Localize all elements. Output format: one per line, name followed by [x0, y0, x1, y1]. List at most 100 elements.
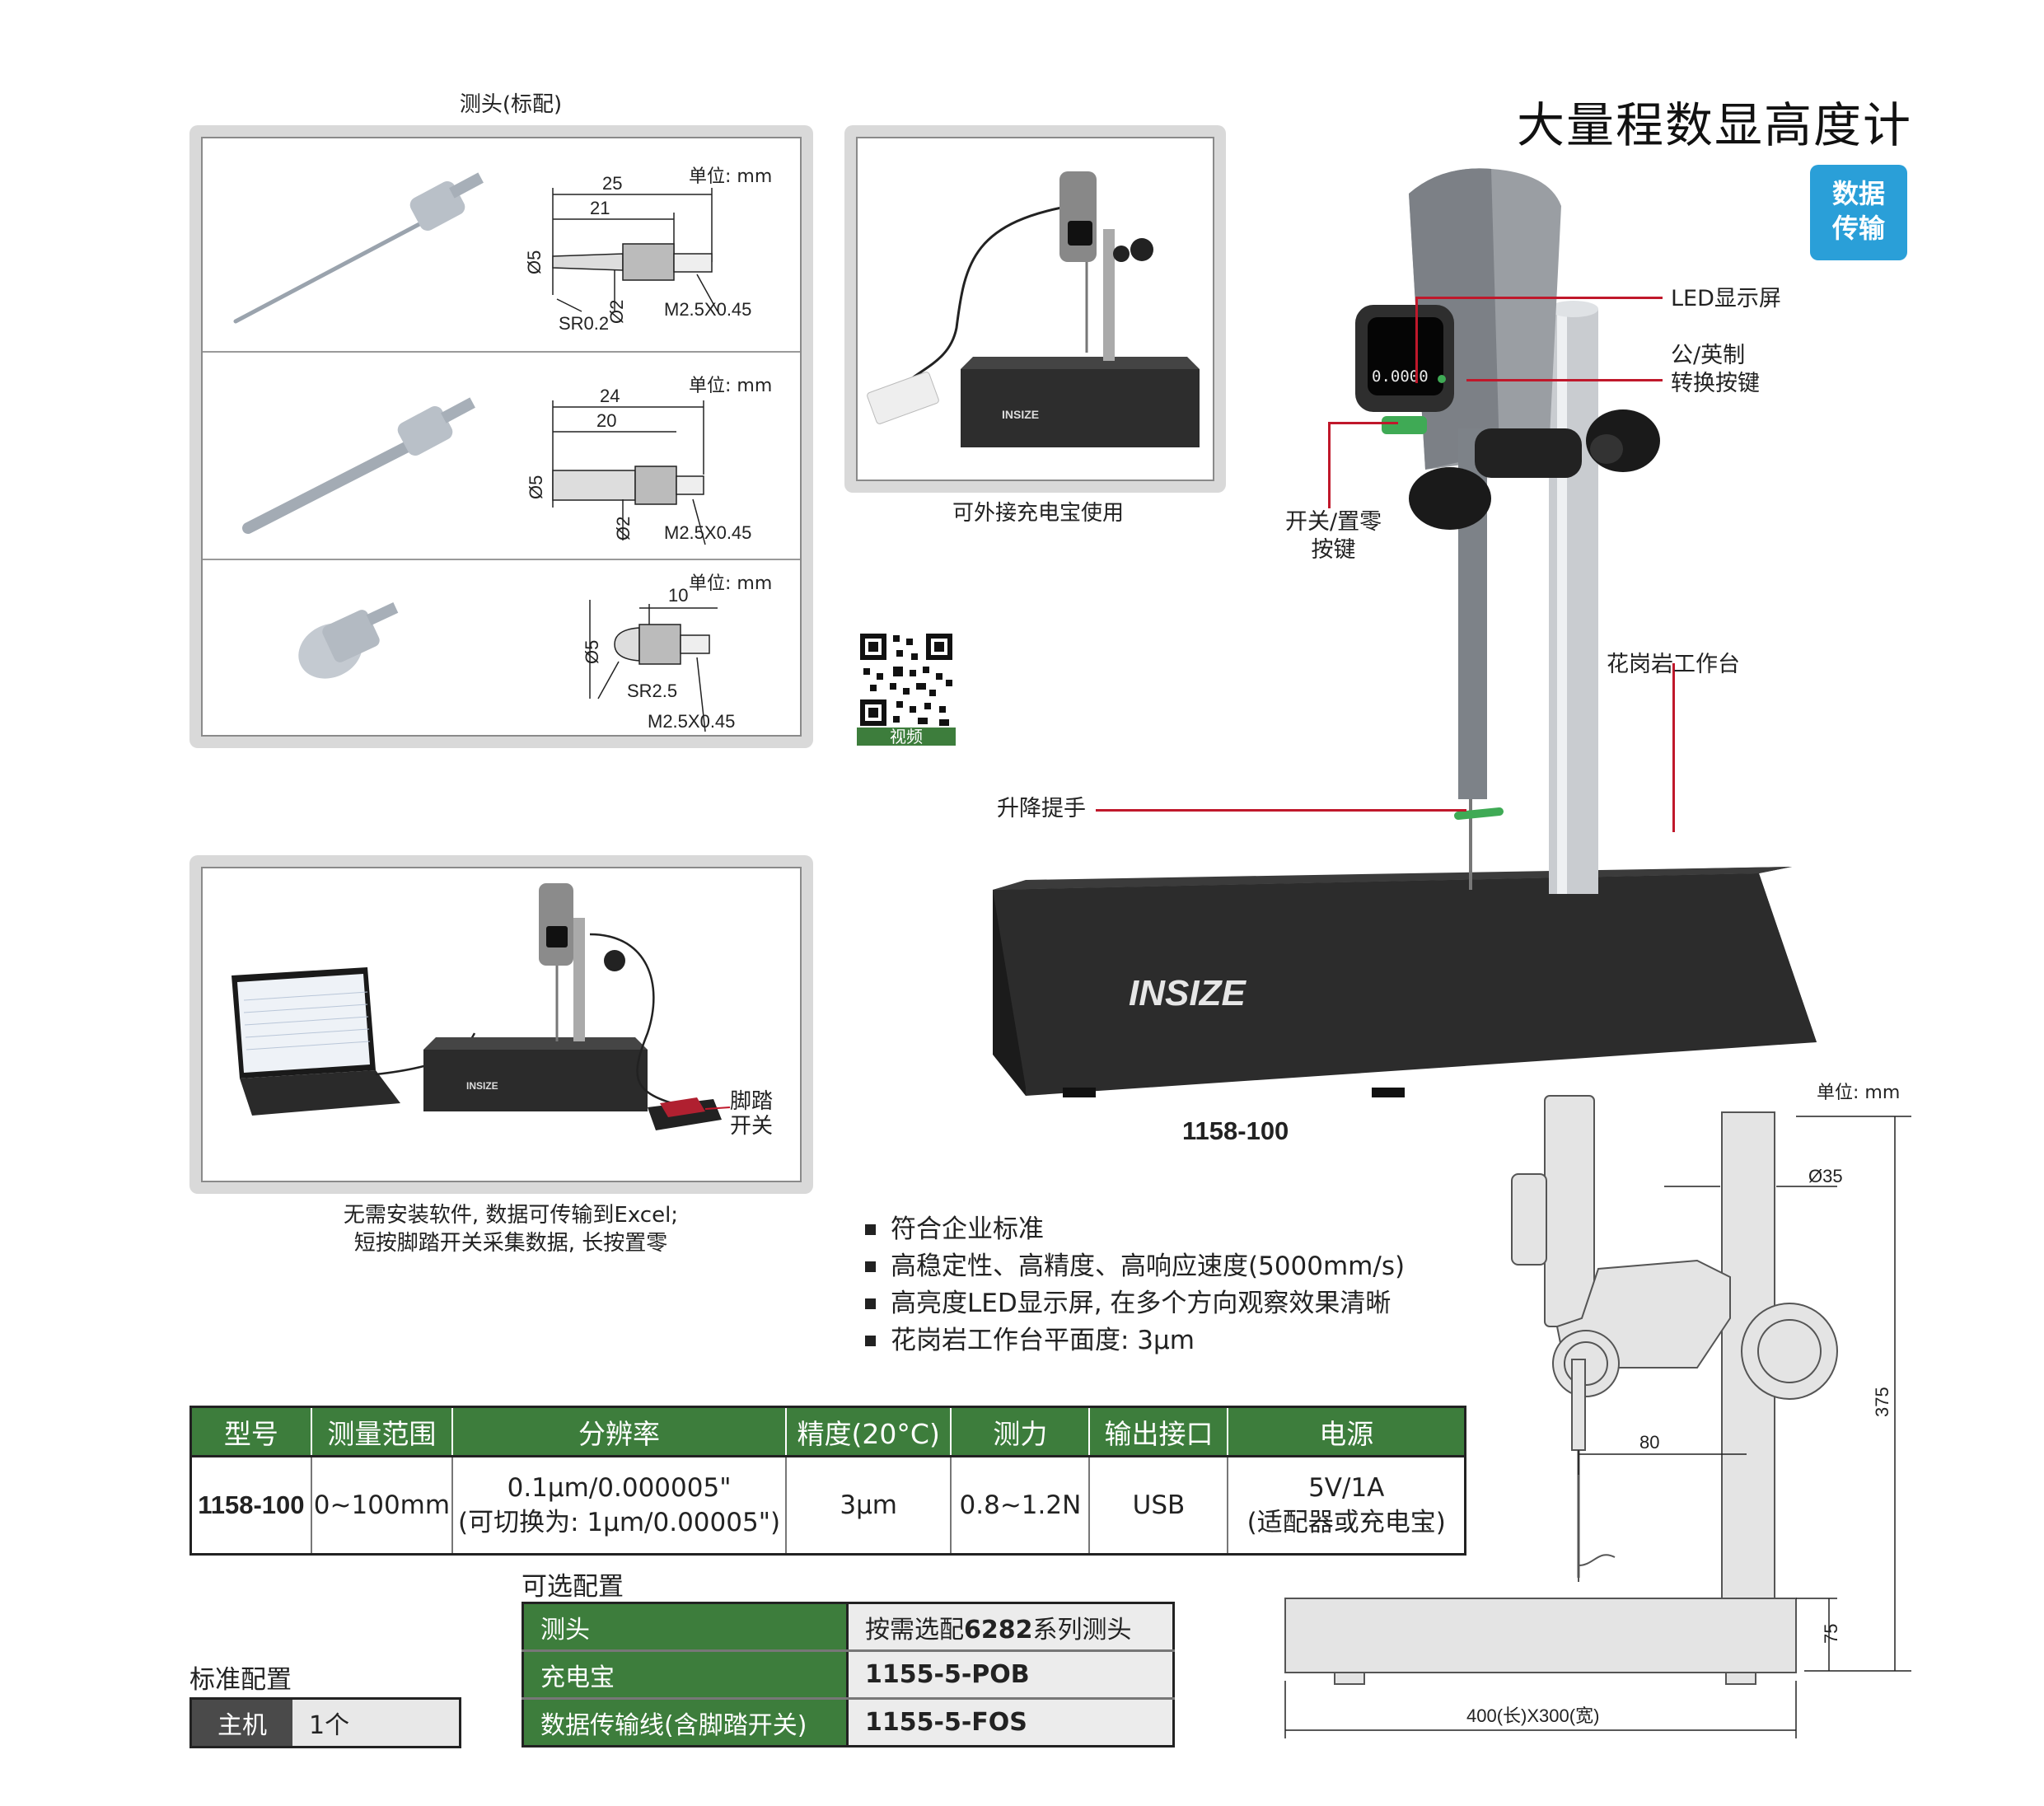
bullet-icon — [865, 1336, 876, 1346]
optional-value-code: 6282 — [964, 1615, 1033, 1645]
probe-2-drawing: 24 20 Ø5 Ø2 M2.5X0.45 — [242, 386, 751, 545]
probe-3-drawing: 10 Ø5 SR2.5 M2.5X0.45 — [298, 585, 735, 732]
drawing-height-375: 375 — [1872, 1387, 1892, 1417]
probe-divider — [203, 559, 800, 560]
pc-panel-caption: 无需安装软件, 数据可传输到Excel; 短按脚踏开关采集数据, 长按置零 — [272, 1201, 750, 1257]
granite-base: INSIZE — [993, 867, 1817, 1097]
feature-text: 高稳定性、高精度、高响应速度(5000mm/s) — [891, 1252, 1406, 1281]
pc-caption-line1: 无需安装软件, 数据可传输到Excel; — [343, 1203, 679, 1228]
product-brand: INSIZE — [1129, 973, 1247, 1013]
footswitch-label-line1: 脚踏 — [730, 1089, 774, 1114]
probe-1-length-21: 21 — [590, 198, 610, 218]
bullet-icon — [865, 1224, 876, 1235]
cell-power: 5V/1A (适配器或充电宝) — [1228, 1457, 1465, 1555]
optional-key: 测头 — [522, 1602, 849, 1652]
spec-table: 型号 测量范围 分辨率 精度(20°C) 测力 输出接口 电源 1158-100… — [189, 1406, 1466, 1556]
col-resolution: 分辨率 — [452, 1406, 787, 1457]
probe-1-length-25: 25 — [602, 173, 622, 194]
qr-code[interactable]: 视频 — [857, 630, 956, 746]
feature-text: 符合企业标准 — [891, 1214, 1044, 1244]
col-accuracy: 精度(20°C) — [785, 1406, 952, 1457]
bullet-icon — [865, 1261, 876, 1272]
pc-panel-brand: INSIZE — [466, 1080, 498, 1092]
drawing-base-size: 400(长)X300(宽) — [1466, 1705, 1599, 1726]
feature-item: 高亮度LED显示屏, 在多个方向观察效果清晰 — [865, 1285, 1405, 1322]
badge-line-2: 传输 — [1831, 213, 1885, 244]
optional-title: 可选配置 — [522, 1572, 624, 1602]
column — [1549, 301, 1598, 894]
probe-2-length-24: 24 — [600, 386, 620, 406]
optional-table: 测头 按需选配6282系列测头 充电宝 1155-5-POB 数据传输线(含脚踏… — [522, 1602, 1175, 1748]
dimension-drawing: Ø35 80 375 75 400(长)X300(宽) — [1284, 1095, 1911, 1738]
table-row: 主机 1个 — [190, 1698, 461, 1748]
cell-resolution-line1: 0.1μm/0.000005" — [507, 1473, 732, 1503]
table-row: 充电宝 1155-5-POB — [522, 1650, 1174, 1700]
page-title: 大量程数显高度计 — [1516, 97, 1912, 153]
cell-resolution-line2: (可切换为: 1μm/0.00005") — [458, 1508, 781, 1537]
bullet-icon — [865, 1298, 876, 1309]
probe-2-thread: M2.5X0.45 — [664, 522, 751, 543]
probe-divider — [203, 351, 800, 353]
lift-callout-line — [1096, 809, 1466, 812]
gauge-head: 0.0000 — [1355, 168, 1561, 890]
powerbank-brand: INSIZE — [1002, 408, 1039, 421]
badge-line-1: 数据 — [1831, 178, 1885, 209]
probe-panel-inner: 25 21 Ø5 Ø2 SR0.2 M2.5X0.45 单位: mm — [201, 137, 802, 737]
pc-panel: INSIZE 脚踏 开关 — [189, 855, 813, 1194]
probe-1-dia-5: Ø5 — [524, 250, 545, 274]
power-button-label-line2: 按键 — [1311, 537, 1356, 563]
optional-value-prefix: 按需选配 — [865, 1615, 964, 1645]
led-callout-line — [1415, 297, 1418, 383]
foot-switch-icon — [648, 1097, 722, 1130]
probe-1-photo — [233, 172, 484, 324]
spec-header-row: 型号 测量范围 分辨率 精度(20°C) 测力 输出接口 电源 — [190, 1406, 1466, 1457]
standard-table: 主机 1个 — [189, 1697, 461, 1748]
drawing-dia-35: Ø35 — [1808, 1166, 1843, 1186]
clamp-knobs — [1409, 409, 1660, 530]
granite-callout-line — [1672, 663, 1675, 832]
probe-1-unit: 单位: mm — [689, 166, 773, 187]
probe-2-length-20: 20 — [596, 410, 616, 431]
unit-switch-label: 公/英制 转换按键 — [1671, 342, 1760, 398]
powerbank-caption: 可外接充电宝使用 — [952, 501, 1124, 526]
table-row: 1158-100 0~100mm 0.1μm/0.000005" (可切换为: … — [190, 1456, 1466, 1555]
pc-setup-photo: INSIZE — [232, 883, 731, 1130]
drawing-unit: 单位: mm — [1817, 1083, 1901, 1103]
probe-1-sr: SR0.2 — [559, 313, 609, 334]
drawing-width-80: 80 — [1639, 1432, 1659, 1453]
optional-value-suffix: 系列测头 — [1032, 1615, 1132, 1645]
data-transfer-badge: 数据 传输 — [1810, 165, 1907, 260]
cell-power-line1: 5V/1A — [1308, 1473, 1385, 1503]
footswitch-label: 脚踏 开关 — [730, 1089, 773, 1139]
led-callout-line — [1415, 297, 1663, 299]
probe-2-dia-2: Ø2 — [613, 517, 634, 540]
optional-value-code: 1155-5-FOS — [865, 1708, 1027, 1737]
feature-text: 高亮度LED显示屏, 在多个方向观察效果清晰 — [891, 1289, 1392, 1318]
product-photo: INSIZE 0.0000 — [993, 168, 1817, 1097]
col-range: 测量范围 — [311, 1406, 454, 1457]
probe-1-dia-2: Ø2 — [606, 300, 627, 324]
unit-switch-label-line1: 公/英制 — [1671, 343, 1746, 368]
power-button-label-line1: 开关/置零 — [1285, 509, 1382, 535]
drawing-height-75: 75 — [1821, 1624, 1841, 1644]
unit-switch-label-line2: 转换按键 — [1671, 371, 1760, 396]
col-power: 电源 — [1228, 1406, 1466, 1457]
probe-2-unit: 单位: mm — [689, 376, 773, 396]
power-button-label: 开关/置零 按键 — [1285, 508, 1382, 564]
probe-panel: 25 21 Ø5 Ø2 SR0.2 M2.5X0.45 单位: mm — [189, 125, 813, 748]
feature-item: 符合企业标准 — [865, 1211, 1405, 1248]
cell-range: 0~100mm — [311, 1456, 454, 1555]
probe-2-dia-5: Ø5 — [526, 475, 546, 499]
unit-switch-callout-line — [1466, 379, 1663, 381]
product-model: 1158-100 — [1182, 1116, 1289, 1145]
optional-key: 充电宝 — [522, 1650, 849, 1700]
col-output: 输出接口 — [1089, 1406, 1229, 1457]
led-display-label: LED显示屏 — [1671, 286, 1781, 311]
cell-model: 1158-100 — [190, 1456, 312, 1555]
feature-text: 花岗岩工作台平面度: 3μm — [891, 1326, 1195, 1355]
pc-panel-inner: INSIZE 脚踏 开关 — [201, 867, 802, 1182]
lift-handle-label: 升降提手 — [997, 796, 1086, 821]
col-model: 型号 — [190, 1406, 312, 1457]
probe-1-thread: M2.5X0.45 — [664, 299, 751, 320]
probe-3-length-10: 10 — [668, 585, 688, 606]
